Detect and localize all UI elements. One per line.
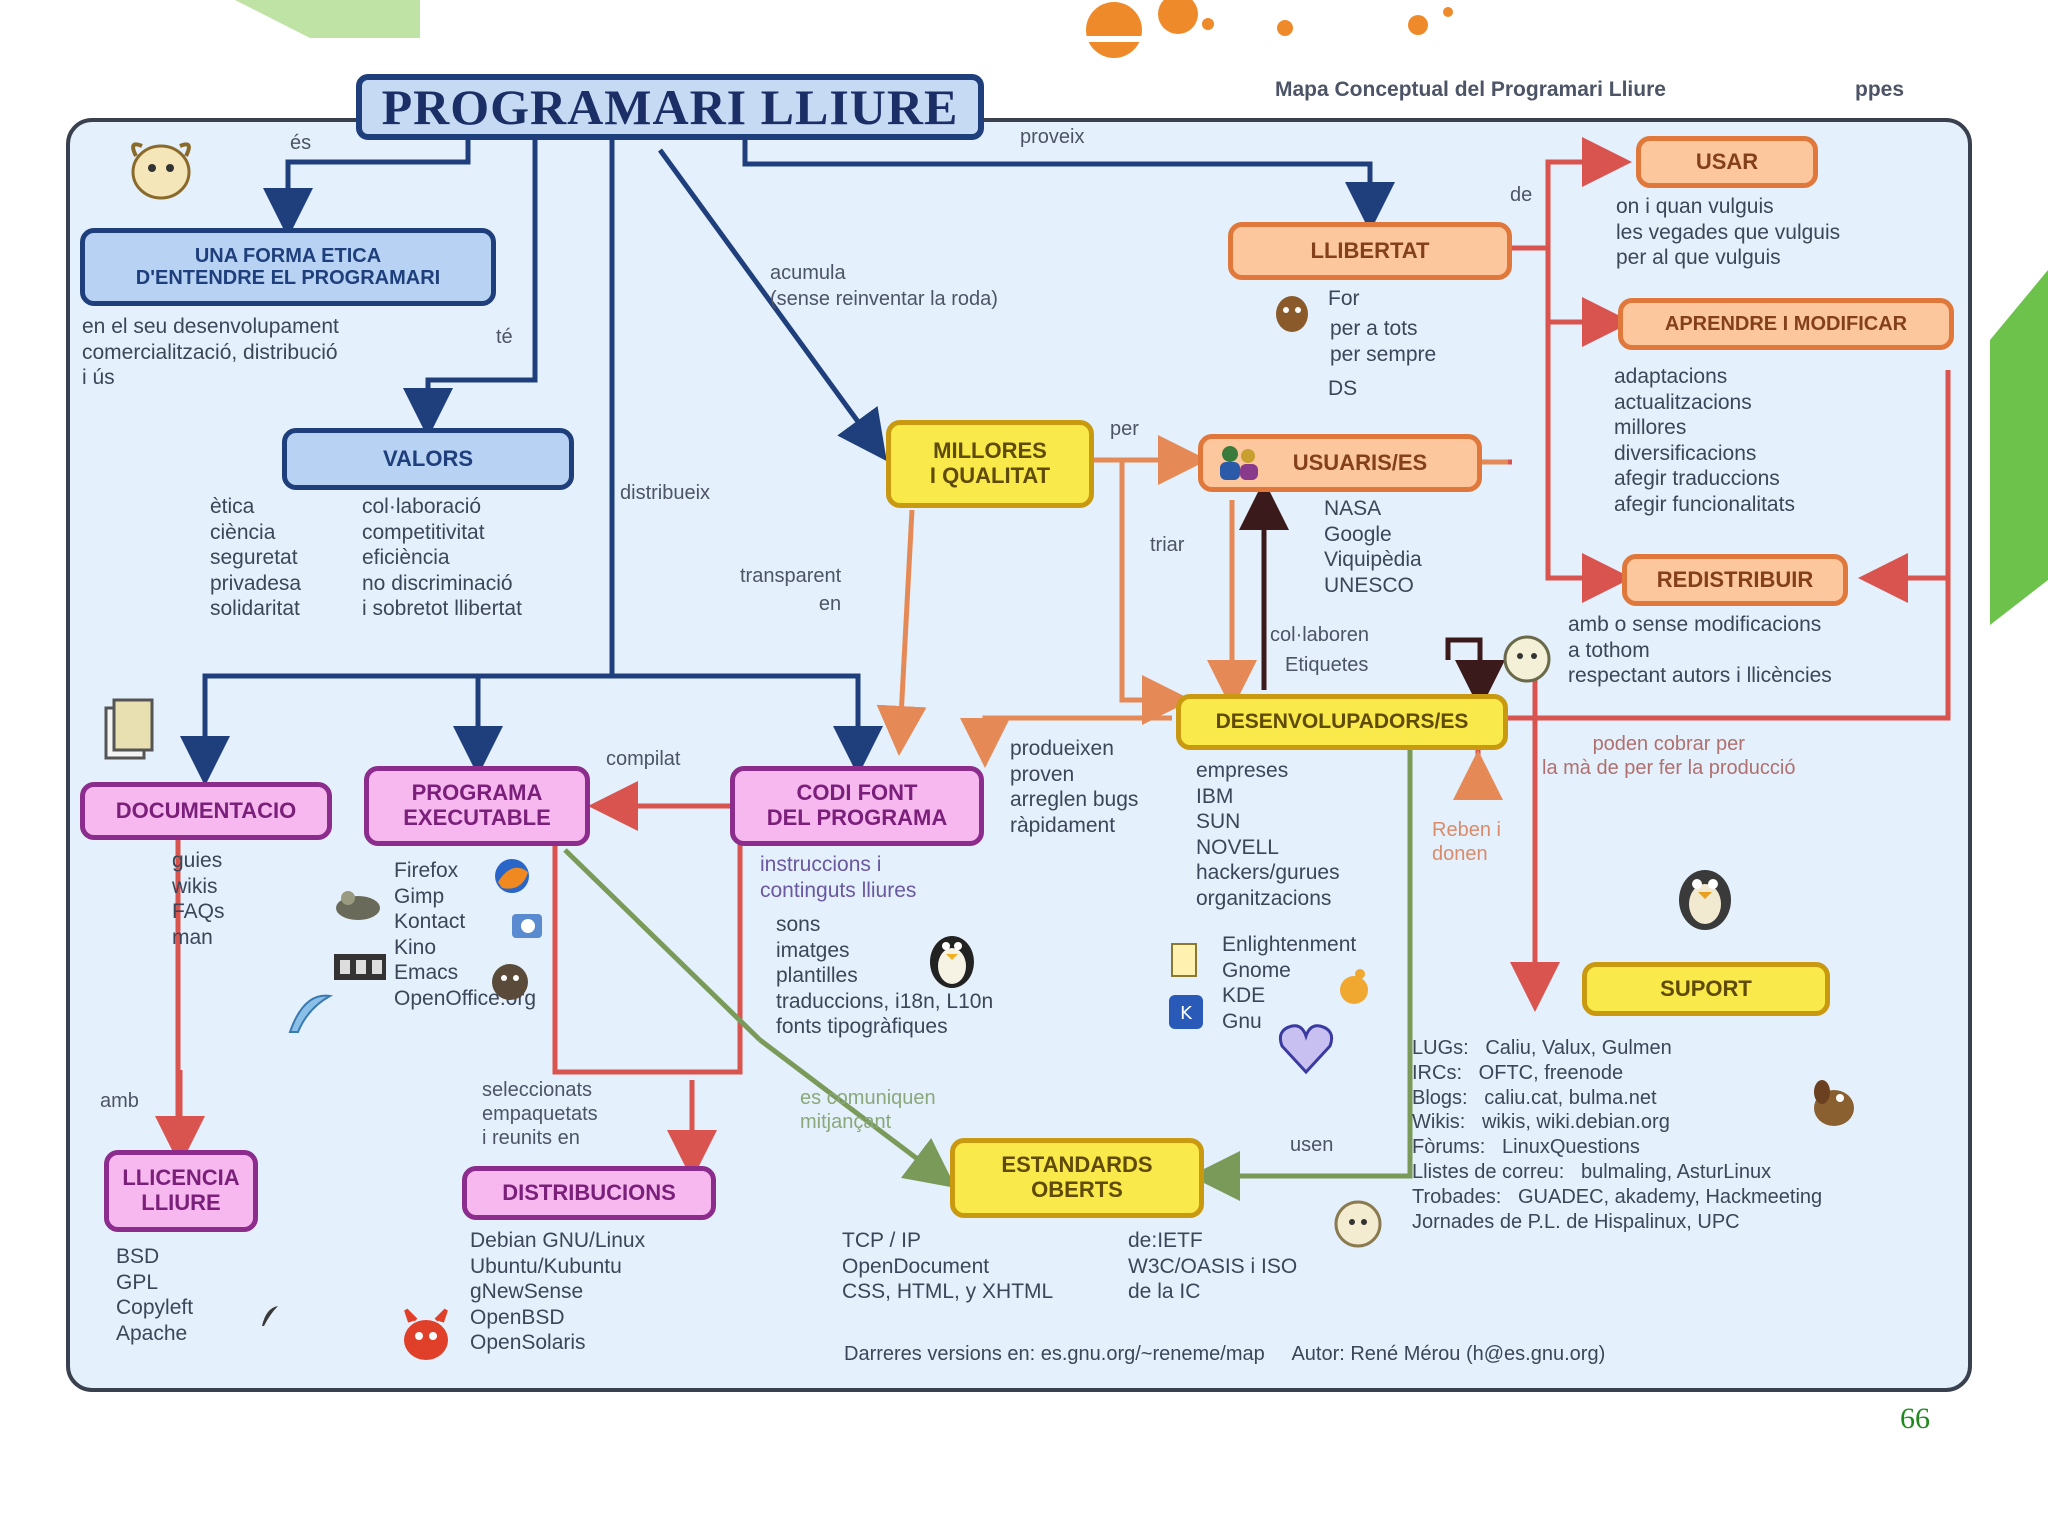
kino-film-icon — [334, 954, 386, 980]
llibertat-for: For — [1328, 287, 1360, 310]
openoffice-icon — [288, 994, 334, 1033]
link-transparent: transparent en — [740, 565, 842, 615]
firefox-logo-icon — [495, 859, 529, 893]
codi-list: sons imatges plantilles traduccions, i18… — [776, 913, 994, 1039]
link-poden-cobrar: poden cobrar per la mà de per fer la pro… — [1542, 733, 1796, 779]
llibertat-desc: per a tots per sempre — [1330, 317, 1437, 366]
node-documentacio[interactable]: DOCUMENTACIO — [80, 782, 332, 840]
documents-icon — [104, 698, 154, 760]
link-seleccionats: seleccionats empaquetats i reunits en — [482, 1079, 598, 1149]
link-per: per — [1110, 418, 1139, 440]
node-usar[interactable]: USAR — [1636, 136, 1818, 188]
node-codi-font[interactable]: CODI FONT DEL PROGRAMA — [730, 766, 984, 846]
dog-mascot-icon — [1814, 1080, 1854, 1126]
forma-etica-desc: en el seu desenvolupament comercialitzac… — [82, 315, 339, 390]
aprendre-desc: adaptacions actualitzacions millores div… — [1614, 365, 1795, 517]
gnu-head-icon — [131, 142, 191, 200]
link-col-laboren: col·laboren — [1270, 624, 1369, 646]
gnu-mascot-icon — [1276, 296, 1308, 332]
map-title: PROGRAMARI LLIURE — [356, 74, 984, 140]
link-de: de — [1510, 184, 1533, 206]
node-desenvolupadors[interactable]: DESENVOLUPADORS/ES — [1176, 694, 1508, 750]
valors-list-left: ètica ciència seguretat privadesa solida… — [210, 495, 302, 621]
usar-desc: on i quan vulguis les vegades que vulgui… — [1616, 195, 1841, 270]
node-programa-executable[interactable]: PROGRAMA EXECUTABLE — [364, 766, 590, 846]
llicencia-desc: BSD GPL Copyleft Apache — [116, 1245, 194, 1345]
valors-list-right: col·laboració competitivitat eficiència … — [362, 495, 522, 621]
apache-feather-icon — [262, 1306, 278, 1326]
codi-desc: instruccions i continguts lliures — [760, 853, 917, 902]
distribucions-desc: Debian GNU/Linux Ubuntu/Kubuntu gNewSens… — [470, 1229, 646, 1355]
link-compilat: compilat — [606, 748, 681, 770]
desenvolupadors-desc: empreses IBM SUN NOVELL hackers/gurues o… — [1196, 759, 1340, 911]
footer-credits: Darreres versions en: es.gnu.org/~reneme… — [844, 1343, 1606, 1365]
users-icon — [1220, 446, 1258, 480]
bsd-daemon-icon — [404, 1308, 448, 1360]
gnu-head-small-icon — [1334, 1200, 1382, 1248]
estandards-right: de:IETF W3C/OASIS i ISO de la IC — [1128, 1229, 1298, 1304]
corner-tag: ppes — [1855, 78, 1905, 101]
node-suport[interactable]: SUPORT — [1582, 962, 1830, 1016]
node-valors[interactable]: VALORS — [282, 428, 574, 490]
link-etiquetes: Etiquetes — [1285, 654, 1369, 676]
node-usuaris[interactable]: USUARIS/ES — [1198, 434, 1482, 492]
desktops-list: Enlightenment Gnome KDE Gnu — [1222, 933, 1357, 1033]
node-llicencia-lliure[interactable]: LLICENCIA LLIURE — [104, 1150, 258, 1232]
node-redistribuir[interactable]: REDISTRIBUIR — [1622, 554, 1848, 606]
kde-logo-icon: K — [1169, 995, 1203, 1029]
produeixen-desc: produeixen proven arreglen bugs ràpidame… — [1010, 737, 1139, 837]
llibertat-ds: DS — [1328, 377, 1358, 400]
node-llibertat[interactable]: LLIBERTAT — [1228, 222, 1512, 280]
gnu-linux-icon — [1503, 635, 1551, 683]
link-comuniquen: es comuniquen mitjançant — [800, 1087, 936, 1133]
open-source-heart-icon — [1278, 1024, 1334, 1075]
tux-mascot-icon — [1679, 870, 1731, 930]
node-estandards-oberts[interactable]: ESTANDARDS OBERTS — [950, 1138, 1204, 1218]
estandards-left: TCP / IP OpenDocument CSS, HTML, y XHTML — [842, 1229, 1054, 1304]
link-reben-donen: Reben i donen — [1432, 819, 1501, 865]
link-amb: amb — [100, 1090, 139, 1112]
svg-text:K: K — [1180, 1003, 1193, 1024]
link-usen: usen — [1290, 1134, 1334, 1156]
link-proveix: proveix — [1020, 126, 1085, 148]
link-distribueix: distribueix — [620, 482, 711, 504]
map-subtitle: Mapa Conceptual del Programari Lliure — [1275, 78, 1666, 101]
gnome-logo-icon — [1340, 969, 1368, 1004]
node-distribucions[interactable]: DISTRIBUCIONS — [462, 1166, 716, 1220]
link-es: és — [290, 132, 312, 154]
link-acumula: acumula (sense reinventar la roda) — [770, 262, 998, 310]
node-aprendre-modificar[interactable]: APRENDRE I MODIFICAR — [1618, 298, 1954, 350]
node-millores-qualitat[interactable]: MILLORES I QUALITAT — [886, 420, 1094, 508]
tux-penguin-icon — [930, 936, 974, 988]
redistribuir-desc: amb o sense modificacions a tothom respe… — [1568, 613, 1832, 688]
document-icon — [1171, 943, 1197, 977]
kontact-icon — [512, 914, 542, 938]
emacs-gnu-icon — [492, 964, 528, 1000]
gimp-icon — [336, 891, 380, 920]
documentacio-desc: guies wikis FAQs man — [172, 849, 225, 949]
link-te: té — [496, 326, 513, 348]
link-triar: triar — [1150, 534, 1185, 556]
usuaris-desc: NASA Google Viquipèdia UNESCO — [1324, 497, 1422, 597]
node-forma-etica[interactable]: UNA FORMA ETICA D'ENTENDRE EL PROGRAMARI — [80, 228, 496, 306]
suport-desc: LUGs: Caliu, Valux, Gulmen IRCs: OFTC, f… — [1412, 1037, 1823, 1233]
page-number: 66 — [1900, 1402, 1930, 1435]
